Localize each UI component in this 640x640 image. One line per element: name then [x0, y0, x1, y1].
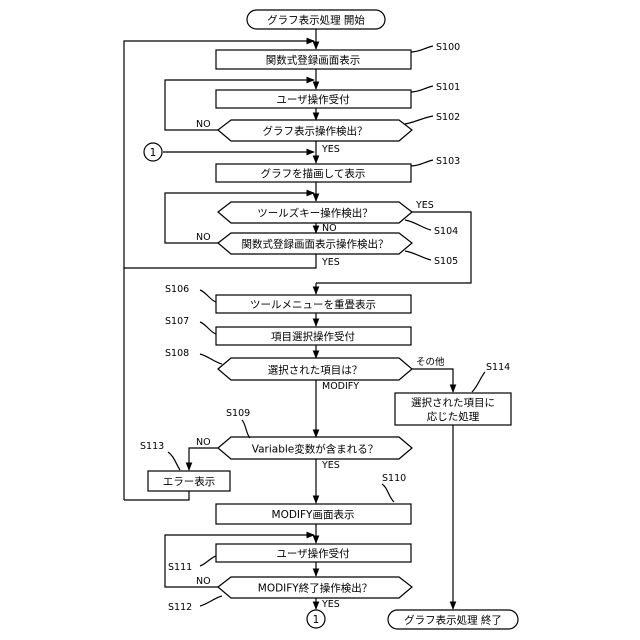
branch-s105-no: NO — [196, 232, 211, 243]
branch-s109-no: NO — [196, 437, 211, 448]
label-s106: S106 — [165, 284, 189, 295]
label-s101: S101 — [436, 82, 460, 93]
step-s114-text-line2: 応じた処理 — [427, 410, 480, 423]
decision-s108: 選択された項目は？ — [218, 358, 412, 380]
step-s101-text: ユーザ操作受付 — [276, 93, 349, 106]
branch-s105-yes: YES — [321, 257, 340, 268]
label-s111: S111 — [168, 562, 192, 573]
decision-s105: 関数式登録画面表示操作検出？ — [218, 233, 412, 254]
connector-bottom: 1 — [307, 610, 325, 628]
step-s103-text: グラフを描画して表示 — [261, 167, 366, 180]
branch-s102-no: NO — [196, 119, 211, 130]
decision-s105-text: 関数式登録画面表示操作検出？ — [242, 238, 389, 251]
label-s109: S109 — [226, 408, 250, 419]
step-s106: ツールメニューを重畳表示 — [216, 295, 411, 313]
decision-s104: ツールズキー操作検出？ — [218, 202, 412, 223]
label-s104: S104 — [434, 226, 458, 237]
step-s107-text: 項目選択操作受付 — [271, 330, 355, 343]
end-terminal: グラフ表示処理 終了 — [388, 610, 518, 629]
label-s100: S100 — [436, 42, 460, 53]
step-s100-text: 関数式登録画面表示 — [266, 54, 361, 67]
label-s113: S113 — [140, 441, 164, 452]
step-s106-text: ツールメニューを重畳表示 — [250, 298, 376, 311]
step-s110: MODIFY画面表示 — [216, 504, 411, 524]
label-s112: S112 — [168, 602, 192, 613]
decision-s109-text: Variable変数が含まれる？ — [252, 443, 379, 456]
step-s100: 関数式登録画面表示 — [216, 50, 411, 69]
branch-s112-yes: YES — [321, 599, 340, 610]
step-s114-text-line1: 選択された項目に — [411, 396, 495, 409]
decision-s109: Variable変数が含まれる？ — [218, 437, 412, 459]
step-s113: エラー表示 — [148, 471, 230, 491]
decision-s102-text: グラフ表示操作検出？ — [263, 125, 368, 138]
label-s107: S107 — [165, 316, 189, 327]
branch-s108-other: その他 — [416, 356, 445, 368]
label-s103: S103 — [436, 156, 460, 167]
label-s102: S102 — [436, 112, 460, 123]
branch-s108-modify: MODIFY — [322, 381, 359, 392]
end-label: グラフ表示処理 終了 — [404, 614, 502, 627]
branch-s104-yes: YES — [415, 200, 434, 211]
connector-bottom-label: 1 — [313, 614, 320, 626]
step-s103: グラフを描画して表示 — [216, 164, 411, 182]
branch-s104-no: NO — [322, 223, 337, 234]
branch-s112-no: NO — [196, 576, 211, 587]
start-terminal: グラフ表示処理 開始 — [247, 10, 385, 29]
step-s101: ユーザ操作受付 — [216, 90, 411, 108]
decision-s112-text: MODIFY終了操作検出？ — [258, 582, 372, 595]
label-s105: S105 — [434, 256, 458, 267]
step-s111: ユーザ操作受付 — [216, 544, 411, 562]
decision-s104-text: ツールズキー操作検出？ — [257, 207, 373, 220]
step-s113-text: エラー表示 — [163, 475, 216, 488]
label-s110: S110 — [382, 473, 406, 484]
start-label: グラフ表示処理 開始 — [267, 14, 365, 27]
decision-s102: グラフ表示操作検出？ — [218, 120, 412, 141]
label-s108: S108 — [165, 348, 189, 359]
connector-top-label: 1 — [150, 147, 157, 159]
step-s111-text: ユーザ操作受付 — [276, 547, 349, 560]
decision-s108-text: 選択された項目は？ — [268, 364, 363, 377]
branch-s109-yes: YES — [321, 460, 340, 471]
connector-top: 1 — [144, 143, 162, 161]
label-s114: S114 — [486, 362, 510, 373]
step-s107: 項目選択操作受付 — [216, 327, 411, 345]
branch-s102-yes: YES — [321, 144, 340, 155]
step-s110-text: MODIFY画面表示 — [272, 508, 355, 521]
step-s114: 選択された項目に 応じた処理 — [395, 393, 511, 425]
decision-s112: MODIFY終了操作検出？ — [218, 577, 412, 598]
